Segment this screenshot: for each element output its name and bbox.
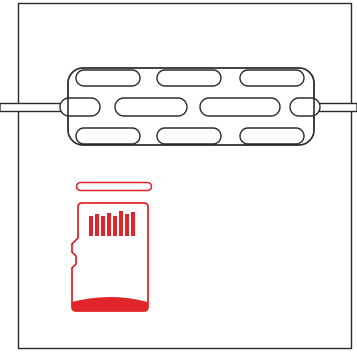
card-contact — [101, 216, 105, 236]
card-contact — [107, 213, 111, 236]
grommet-slot — [75, 69, 141, 87]
panel-frame — [17, 2, 353, 350]
mesh-grommet — [59, 67, 321, 146]
grommet-slot — [156, 69, 222, 87]
grommet-slot — [239, 69, 305, 87]
card-contact — [95, 214, 99, 236]
grommet-slot — [239, 127, 305, 145]
grommet-slot — [289, 97, 321, 117]
grommet-edge — [67, 67, 315, 146]
card-label-band — [72, 297, 148, 311]
card-contacts — [89, 211, 135, 236]
card-contact — [131, 212, 135, 236]
panel-frame-outline — [17, 2, 353, 350]
card-contact — [125, 214, 129, 236]
cable-left-segment — [0, 102, 69, 113]
card-slot-icon — [75, 181, 153, 192]
card-contact — [113, 216, 117, 236]
grommet-slot — [199, 97, 281, 117]
grommet-slot — [59, 97, 101, 117]
grommet-slot — [156, 127, 222, 145]
grommet-slot — [114, 97, 188, 117]
card-contact — [89, 216, 93, 236]
card-slot-pill — [75, 181, 153, 192]
card-contact — [119, 211, 123, 236]
microsd-card-icon — [71, 202, 149, 312]
grommet-slot — [75, 127, 141, 145]
